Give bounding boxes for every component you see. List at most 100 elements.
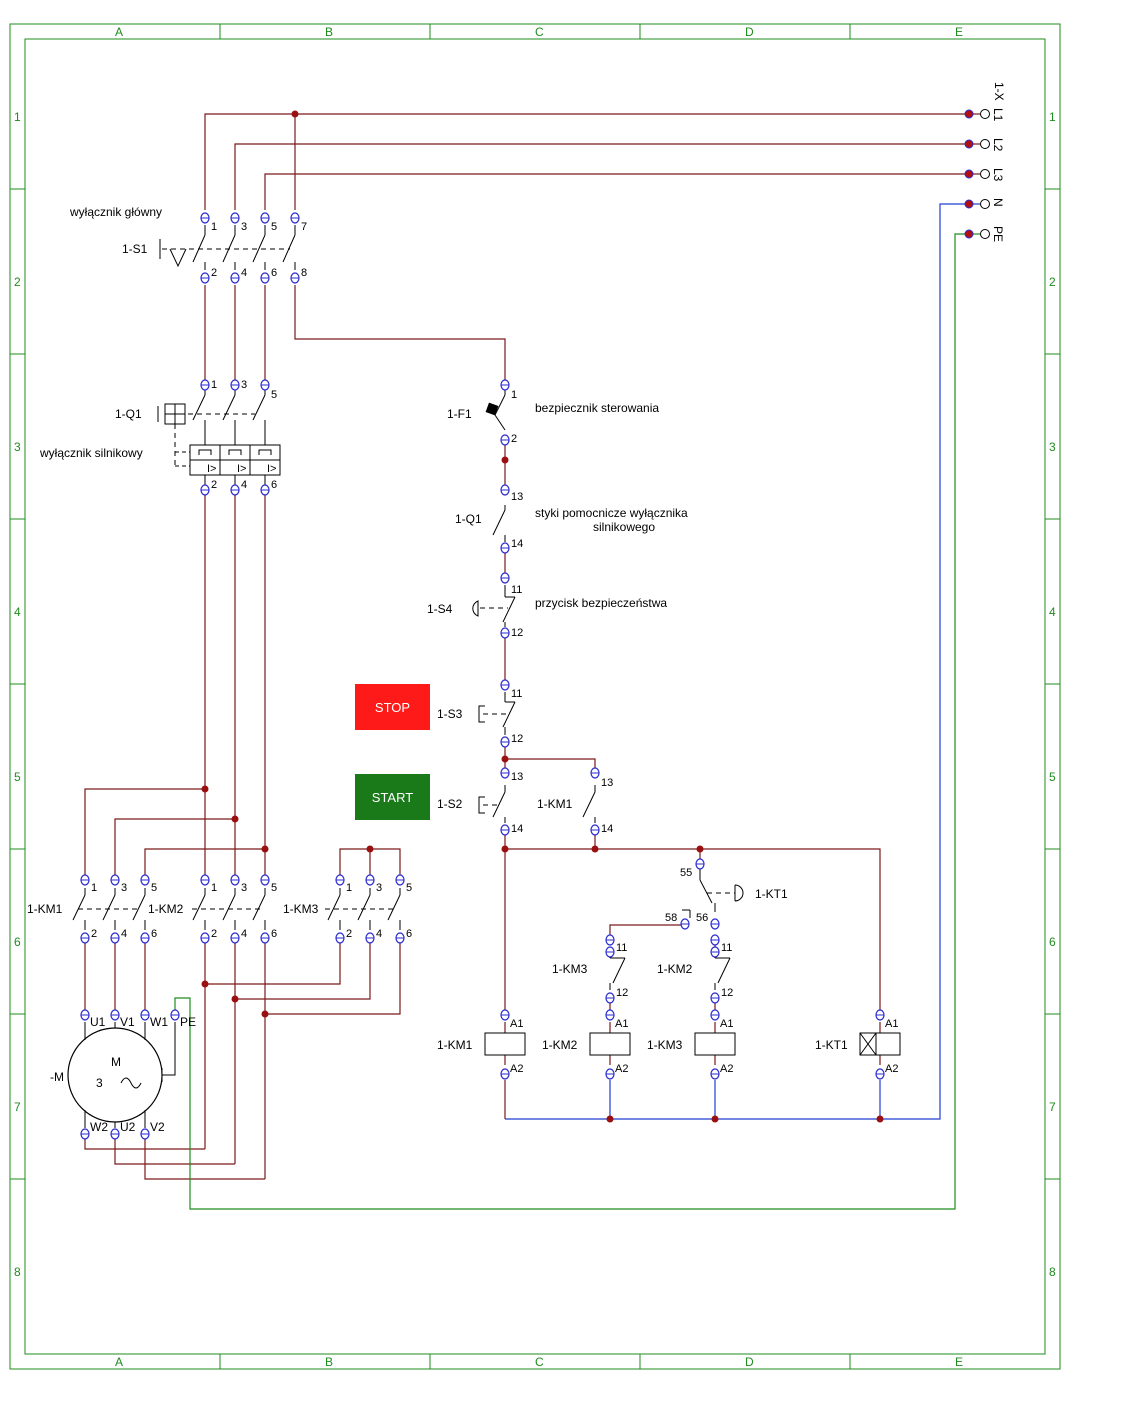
kt1-coil-a1: A1 <box>885 1018 898 1030</box>
km2-interlock-pin-12: 12 <box>721 987 733 999</box>
row-label-4-left: 4 <box>14 605 21 619</box>
s2-label: 1-S2 <box>437 797 463 811</box>
q1-pin-2: 2 <box>211 479 217 491</box>
s3-pin-11: 11 <box>511 688 522 700</box>
s1-pin-7: 7 <box>301 221 307 233</box>
f1-label: 1-F1 <box>447 407 472 421</box>
s4-label: 1-S4 <box>427 602 453 616</box>
motor-symbol-3: 3 <box>96 1076 103 1090</box>
s1-pin-1: 1 <box>211 221 217 233</box>
s1-pin-6: 6 <box>271 267 277 279</box>
km3-coil[interactable]: A1 A2 1-KM3 <box>647 1009 736 1080</box>
svg-text:I>: I> <box>267 463 276 475</box>
km2-main-contacts[interactable]: 1 3 5 2 4 6 1-KM2 <box>148 874 277 944</box>
km1-pin-6: 6 <box>151 928 157 940</box>
motor-terminal-w2: W2 <box>90 1120 108 1134</box>
row-label-6-left: 6 <box>14 935 21 949</box>
km3-coil-a1: A1 <box>720 1018 733 1030</box>
s3-label: 1-S3 <box>437 707 463 721</box>
terminal-l2-label: L2 <box>991 138 1005 152</box>
km2-pin-3: 3 <box>241 882 247 894</box>
col-label-b-bottom: B <box>325 1355 333 1369</box>
km2-interlock-contact[interactable]: 11 12 1-KM2 <box>657 942 733 1004</box>
motor-symbol-m: M <box>111 1055 121 1069</box>
km1-aux-label: 1-KM1 <box>537 797 573 811</box>
start-button[interactable]: START <box>355 774 430 820</box>
km3-pin-6: 6 <box>406 928 412 940</box>
km1-main-contacts[interactable]: 1 3 5 2 4 6 1-KM1 <box>27 874 157 944</box>
km2-pin-5: 5 <box>271 882 277 894</box>
s1-description: wyłącznik główny <box>69 205 162 219</box>
col-label-e-bottom: E <box>955 1355 963 1369</box>
terminal-n-label: N <box>991 198 1005 207</box>
q1-pin-3: 3 <box>241 379 247 391</box>
row-label-3-left: 3 <box>14 440 21 454</box>
km3-interlock-label: 1-KM3 <box>552 962 588 976</box>
s4-description: przycisk bezpieczeństwa <box>535 596 667 610</box>
motor-label: -M <box>50 1070 64 1084</box>
s1-pin-5: 5 <box>271 221 277 233</box>
km1-pin-5: 5 <box>151 882 157 894</box>
km2-coil[interactable]: A1 A2 1-KM2 <box>542 1009 631 1080</box>
main-switch-s1[interactable]: 1 3 5 7 2 4 6 8 1-S1 wyłącznik główny <box>69 205 307 284</box>
control-fuse-f1[interactable]: 1 2 1-F1 bezpiecznik sterowania <box>447 379 659 446</box>
col-label-d-top: D <box>745 25 754 39</box>
kt1-timer-contact[interactable]: 55 58 56 1-KT1 <box>605 858 788 946</box>
svg-text:I>: I> <box>237 463 246 475</box>
kt1-coil[interactable]: A1 A2 1-KT1 <box>815 1009 901 1080</box>
q1-aux-label: 1-Q1 <box>455 512 482 526</box>
km1-coil[interactable]: A1 A2 1-KM1 <box>437 1009 526 1080</box>
km1-coil-label: 1-KM1 <box>437 1038 473 1052</box>
terminal-l1-label: L1 <box>991 108 1005 122</box>
terminal-l3-label: L3 <box>991 168 1005 182</box>
km2-coil-a1: A1 <box>615 1018 628 1030</box>
s1-pin-3: 3 <box>241 221 247 233</box>
stop-switch-s3[interactable]: 11 12 1-S3 <box>437 679 523 748</box>
motor-terminal-u1: U1 <box>90 1015 106 1029</box>
km3-coil-label: 1-KM3 <box>647 1038 683 1052</box>
row-label-5-left: 5 <box>14 770 21 784</box>
motor-m[interactable]: U1 V1 W1 PE W2 U2 V2 M 3 -M <box>50 1009 196 1140</box>
terminal-pe-label: PE <box>991 226 1005 242</box>
start-switch-s2[interactable]: 13 14 1-S2 <box>437 767 523 836</box>
s2-pin-13: 13 <box>511 771 523 783</box>
km3-pin-2: 2 <box>346 928 352 940</box>
safety-button-s4[interactable]: 11 12 1-S4 przycisk bezpieczeństwa <box>427 572 667 639</box>
col-label-a-top: A <box>115 25 123 39</box>
q1-pin-5: 5 <box>271 389 277 401</box>
km3-interlock-contact[interactable]: 11 12 1-KM3 <box>552 942 628 1004</box>
km2-interlock-label: 1-KM2 <box>657 962 693 976</box>
col-label-c-bottom: C <box>535 1355 544 1369</box>
drawing-frame <box>9 23 1061 1370</box>
terminal-strip-1x: 1-X L1 L2 L3 N PE <box>964 82 1006 242</box>
q1-pin-6: 6 <box>271 479 277 491</box>
row-label-2-left: 2 <box>14 275 21 289</box>
km1-coil-a1: A1 <box>510 1018 523 1030</box>
q1-pin-4: 4 <box>241 479 247 491</box>
neutral-wires <box>505 203 965 1120</box>
km3-interlock-pin-12: 12 <box>616 987 628 999</box>
terminal-strip-label: 1-X <box>992 82 1006 101</box>
kt1-pin-58: 58 <box>665 912 677 924</box>
motor-breaker-q1[interactable]: I>I>I> 1 3 5 2 4 6 1-Q1 wyłącznik silnik… <box>39 379 281 496</box>
col-label-a-bottom: A <box>115 1355 123 1369</box>
row-label-6-right: 6 <box>1049 935 1056 949</box>
km1-coil-a2: A2 <box>510 1063 523 1075</box>
q1-label: 1-Q1 <box>115 407 142 421</box>
motor-terminal-w1: W1 <box>150 1015 168 1029</box>
q1-aux-description-2: silnikowego <box>593 520 655 534</box>
motor-terminal-u2: U2 <box>120 1120 136 1134</box>
km1-aux-pin-13: 13 <box>601 777 613 789</box>
kt1-pin-55: 55 <box>680 867 692 879</box>
km3-main-contacts[interactable]: 1 3 5 2 4 6 1-KM3 <box>283 874 412 944</box>
km3-coil-a2: A2 <box>720 1063 733 1075</box>
km2-coil-a2: A2 <box>615 1063 628 1075</box>
stop-button[interactable]: STOP <box>355 684 430 730</box>
row-label-8-right: 8 <box>1049 1265 1056 1279</box>
km1-holding-contact[interactable]: 13 14 1-KM1 <box>537 767 613 836</box>
km2-pin-6: 6 <box>271 928 277 940</box>
q1-aux-contact[interactable]: 13 14 1-Q1 styki pomocnicze wyłącznika s… <box>455 484 688 554</box>
s4-pin-12: 12 <box>511 627 523 639</box>
motor-terminal-v2: V2 <box>150 1120 165 1134</box>
s1-pin-8: 8 <box>301 267 307 279</box>
